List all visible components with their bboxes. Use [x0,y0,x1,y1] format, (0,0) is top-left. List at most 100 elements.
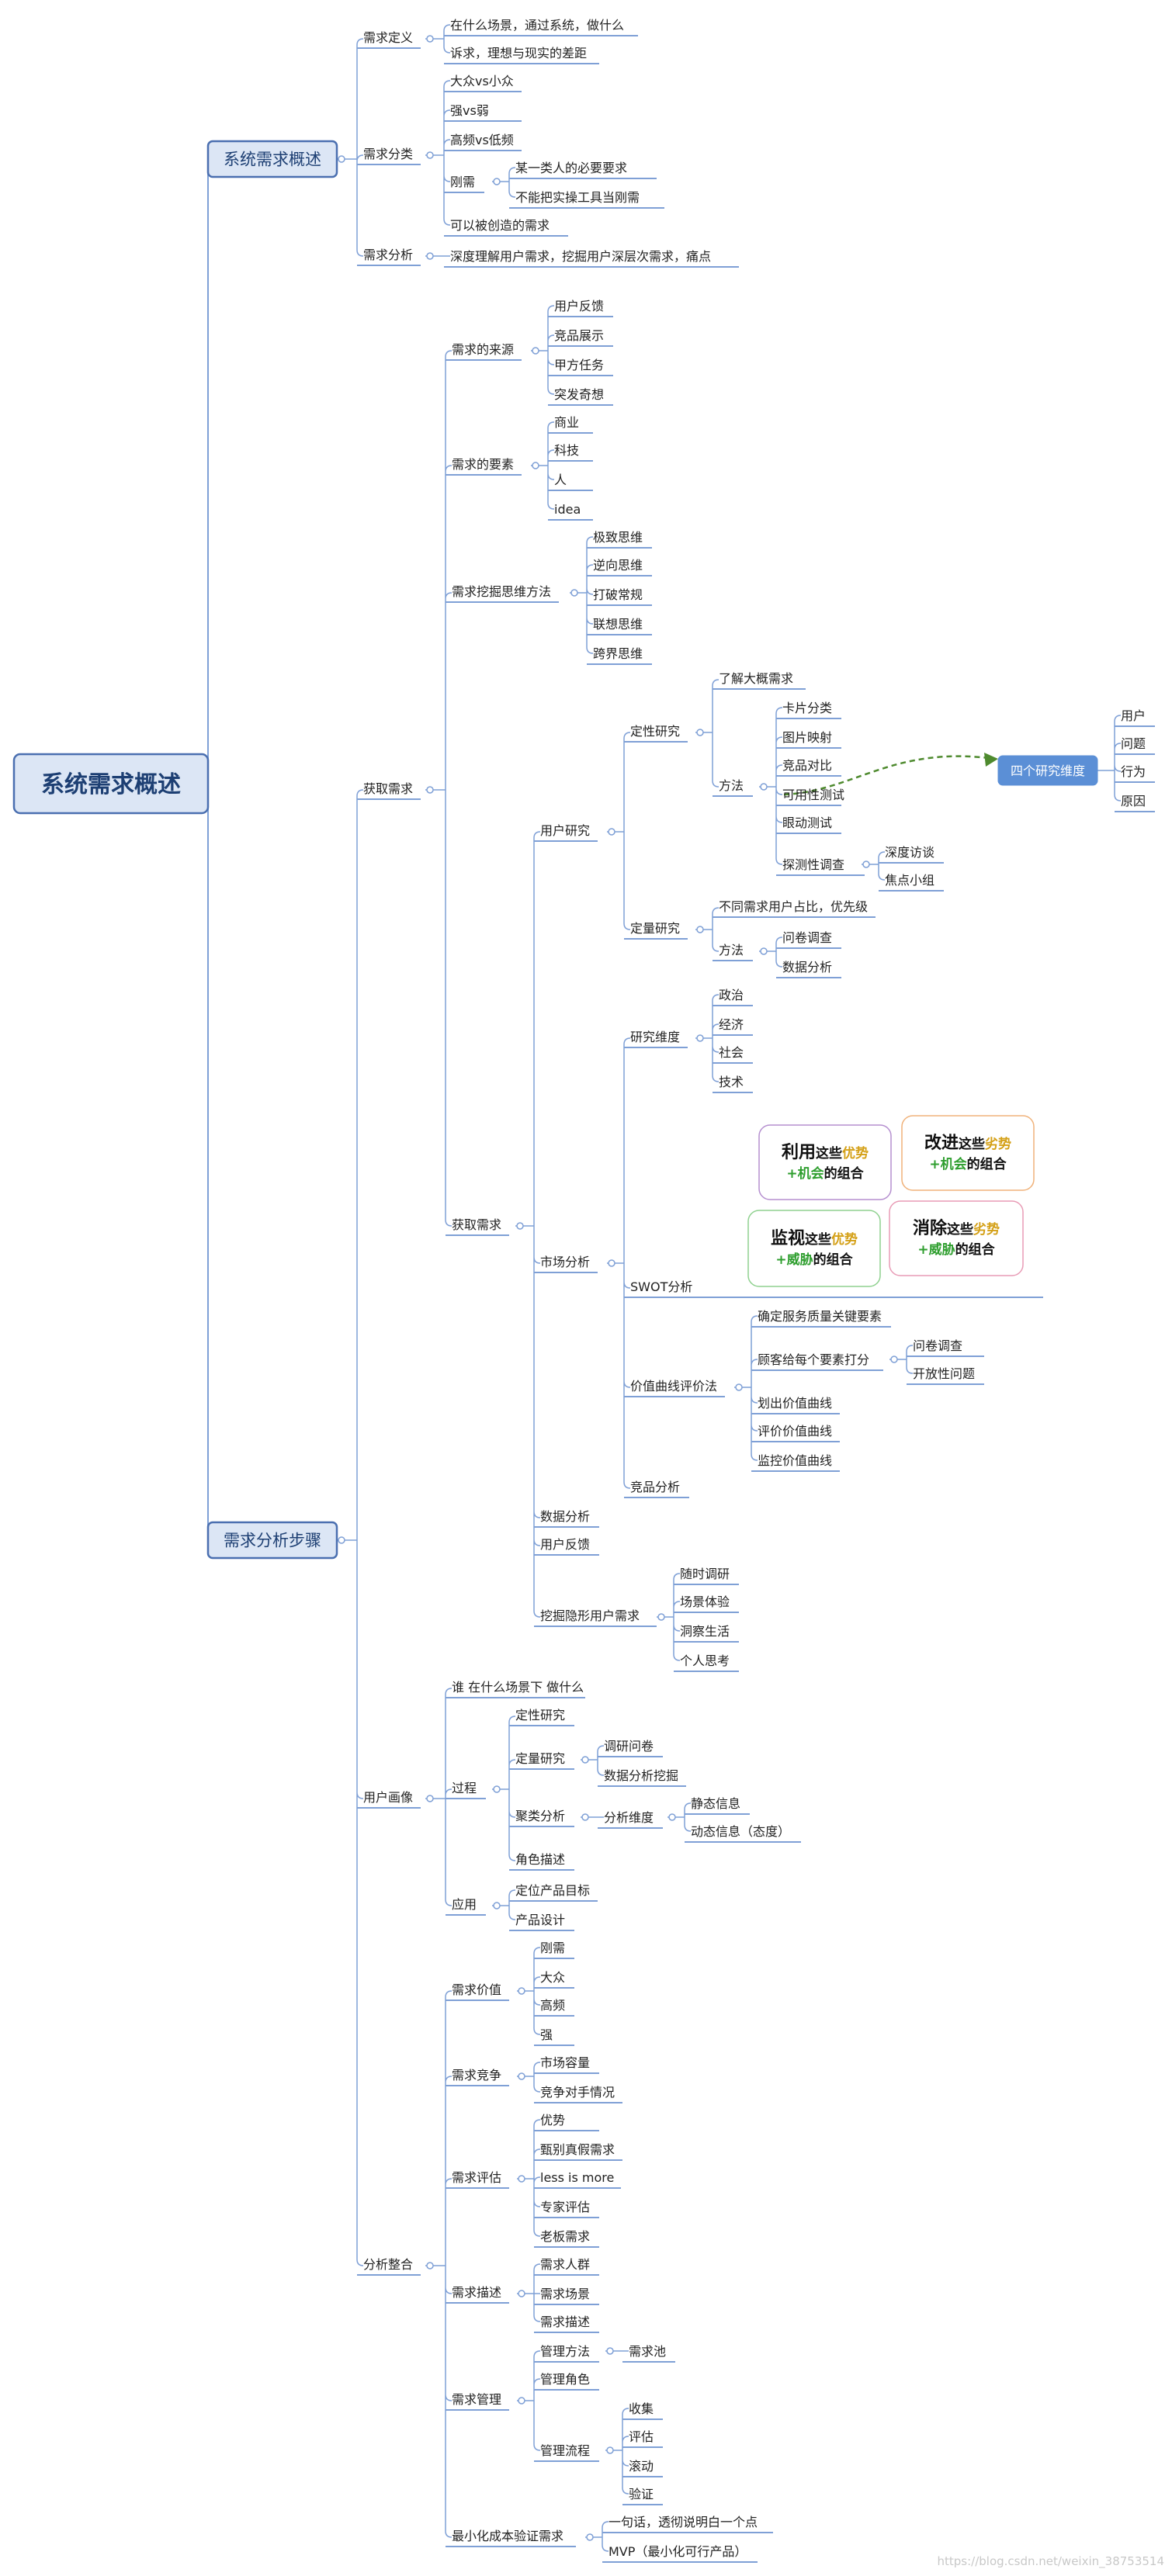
node-steps-integrate-manage-flow-items-0[interactable]: 收集 [622,2401,663,2420]
node-steps-persona-process-label[interactable]: 过程 [446,1781,486,1799]
collapse-toggle[interactable] [696,1034,704,1042]
node-steps-integrate-describe-label[interactable]: 需求描述 [446,2285,509,2304]
node-steps-acquire-get-market-dimension-items-2[interactable]: 社会 [713,1045,753,1064]
node-steps-acquire-get-user_research-qualitative-method-exploratory-items-1[interactable]: 焦点小组 [879,873,944,892]
node-steps-acquire-get-market-label[interactable]: 市场分析 [534,1255,598,1273]
node-steps-integrate-compete-items-0[interactable]: 市场容量 [534,2055,599,2074]
node-steps-integrate-mvp-items-0[interactable]: 一句话，透彻说明白一个点 [602,2515,773,2533]
node-steps-integrate-mvp-items-1[interactable]: MVP（最小化可行产品） [602,2544,758,2563]
node-steps-integrate-value-items-0[interactable]: 刚需 [534,1941,574,1959]
node-steps-integrate-evaluate-label[interactable]: 需求评估 [446,2170,509,2189]
node-steps-acquire-get-market-swot-label[interactable]: SWOT分析 [624,1279,1043,1298]
collapse-toggle[interactable] [696,926,704,933]
node-steps-acquire-get-market-dimension-items-3[interactable]: 技术 [713,1075,753,1093]
node-steps-persona-apply-label[interactable]: 应用 [446,1897,486,1916]
node-steps-persona-process-quantitative-items-1[interactable]: 数据分析挖掘 [598,1768,686,1787]
node-steps-acquire-get-market-value_curve-score-items-1[interactable]: 开放性问题 [907,1366,984,1385]
node-steps-acquire-get-market-dimension-items-0[interactable]: 政治 [713,988,753,1006]
collapse-toggle[interactable] [696,729,704,736]
node-steps-acquire-get-user_research-quantitative-label[interactable]: 定量研究 [624,921,688,940]
collapse-toggle[interactable] [760,783,768,791]
collapse-toggle[interactable] [493,1902,501,1909]
node-steps-integrate-manage-method-items-0[interactable]: 需求池 [622,2344,675,2363]
topic-overview-label[interactable]: 系统需求概述 [206,140,338,178]
node-overview-classification-items-2[interactable]: 高频vs低频 [444,133,522,151]
collapse-toggle[interactable] [338,155,345,163]
collapse-toggle[interactable] [581,1813,589,1821]
collapse-toggle[interactable] [606,2446,614,2454]
node-steps-acquire-label[interactable]: 获取需求 [357,781,421,800]
collapse-toggle[interactable] [518,2290,525,2297]
node-overview-classification-creatable[interactable]: 可以被创造的需求 [444,218,568,237]
node-overview-classification-rigid-label[interactable]: 刚需 [444,175,484,193]
node-steps-persona-process-cluster-label[interactable]: 聚类分析 [509,1809,574,1827]
collapse-toggle[interactable] [518,1987,525,1995]
collapse-toggle[interactable] [586,2533,594,2541]
node-steps-integrate-value-items-3[interactable]: 强 [534,2027,574,2046]
node-steps-acquire-elements-items-1[interactable]: 科技 [548,443,593,462]
node-steps-integrate-mvp-label[interactable]: 最小化成本验证需求 [446,2529,576,2547]
node-steps-acquire-get-data_analysis[interactable]: 数据分析 [534,1509,599,1528]
node-steps-acquire-elements-items-0[interactable]: 商业 [548,415,593,434]
node-steps-persona-apply-items-0[interactable]: 定位产品目标 [509,1883,598,1902]
node-steps-acquire-sources-items-3[interactable]: 突发奇想 [548,387,613,406]
node-steps-integrate-evaluate-items-3[interactable]: 专家评估 [534,2200,599,2218]
node-overview-analysis-label[interactable]: 需求分析 [357,248,421,266]
node-steps-acquire-thinking-label[interactable]: 需求挖掘思维方法 [446,584,559,603]
topic-root-label[interactable]: 系统需求概述 [12,753,210,815]
node-steps-persona-process-role[interactable]: 角色描述 [509,1852,574,1871]
node-steps-acquire-thinking-items-0[interactable]: 极致思维 [587,530,652,549]
node-steps-integrate-manage-label[interactable]: 需求管理 [446,2392,509,2411]
node-steps-acquire-get-market-competitor[interactable]: 竞品分析 [624,1480,689,1498]
node-steps-acquire-sources-label[interactable]: 需求的来源 [446,342,522,361]
node-steps-acquire-get-market-value_curve-label[interactable]: 价值曲线评价法 [624,1379,725,1397]
node-steps-acquire-get-user_research-quantitative-method-items-0[interactable]: 问卷调查 [776,930,841,949]
topic-four-dimensions[interactable]: 四个研究维度 [997,755,1098,786]
node-steps-persona-process-cluster-dimension-label[interactable]: 分析维度 [598,1810,663,1829]
node-steps-acquire-thinking-items-2[interactable]: 打破常规 [587,587,652,606]
node-steps-acquire-get-market-dimension-label[interactable]: 研究维度 [624,1030,688,1048]
node-steps-acquire-get-user_research-qualitative-method-items-2[interactable]: 竞品对比 [776,758,841,777]
collapse-toggle[interactable] [426,1795,434,1802]
collapse-toggle[interactable] [426,35,434,43]
node-overview-classification-rigid-items-1[interactable]: 不能把实操工具当刚需 [509,190,664,209]
node-steps-acquire-get-user_research-qualitative-label[interactable]: 定性研究 [624,724,688,743]
collapse-toggle[interactable] [518,2175,525,2183]
node-overview-definition-items-1[interactable]: 诉求，理想与现实的差距 [444,46,599,64]
node-overview-definition-items-0[interactable]: 在什么场景，通过系统，做什么 [444,18,638,36]
node-steps-persona-process-cluster-dimension-items-1[interactable]: 动态信息（态度） [685,1824,801,1843]
collapse-toggle[interactable] [581,1756,589,1764]
node-steps-acquire-get-user_research-quantitative-method-label[interactable]: 方法 [713,943,753,961]
node-steps-persona-process-quantitative-items-0[interactable]: 调研问卷 [598,1739,663,1757]
node-steps-integrate-compete-items-1[interactable]: 竞争对手情况 [534,2085,622,2103]
node-steps-acquire-get-hidden-label[interactable]: 挖掘隐形用户需求 [534,1608,657,1627]
collapse-toggle[interactable] [532,462,539,469]
node-steps-persona-who[interactable]: 谁 在什么场景下 做什么 [446,1680,585,1698]
node-steps-acquire-get-user_research-label[interactable]: 用户研究 [534,823,598,842]
node-steps-persona-process-cluster-dimension-items-0[interactable]: 静态信息 [685,1796,750,1815]
node-steps-acquire-get-user_research-qualitative-dimensions-items-0[interactable]: 用户 [1115,708,1155,727]
node-steps-integrate-manage-role[interactable]: 管理角色 [534,2372,599,2391]
node-overview-analysis-item[interactable]: 深度理解用户需求，挖掘用户深层次需求，痛点 [444,249,739,268]
node-steps-integrate-value-label[interactable]: 需求价值 [446,1982,509,2001]
collapse-toggle[interactable] [493,178,501,185]
node-overview-classification-items-1[interactable]: 强vs弱 [444,103,522,122]
node-steps-acquire-get-hidden-items-1[interactable]: 场景体验 [674,1594,739,1613]
collapse-toggle[interactable] [608,1259,615,1267]
collapse-toggle[interactable] [426,151,434,159]
node-steps-acquire-get-hidden-items-3[interactable]: 个人思考 [674,1653,739,1672]
node-steps-acquire-thinking-items-4[interactable]: 跨界思维 [587,646,652,665]
node-steps-acquire-thinking-items-3[interactable]: 联想思维 [587,617,652,635]
collapse-toggle[interactable] [606,2347,614,2355]
node-steps-acquire-sources-items-0[interactable]: 用户反馈 [548,299,613,317]
node-steps-integrate-evaluate-items-0[interactable]: 优势 [534,2113,599,2131]
node-steps-acquire-elements-label[interactable]: 需求的要素 [446,457,522,476]
node-steps-acquire-get-market-value_curve-items-1[interactable]: 评价价值曲线 [751,1424,840,1442]
collapse-toggle[interactable] [570,589,578,597]
node-steps-acquire-get-user_research-qualitative-dimensions-items-1[interactable]: 问题 [1115,736,1155,755]
node-steps-acquire-get-market-value_curve-items-2[interactable]: 监控价值曲线 [751,1453,840,1472]
collapse-toggle[interactable] [518,2072,525,2080]
node-steps-acquire-get-market-dimension-items-1[interactable]: 经济 [713,1017,753,1036]
node-steps-persona-process-qualitative[interactable]: 定性研究 [509,1708,574,1726]
node-steps-acquire-elements-items-2[interactable]: 人 [548,473,593,491]
